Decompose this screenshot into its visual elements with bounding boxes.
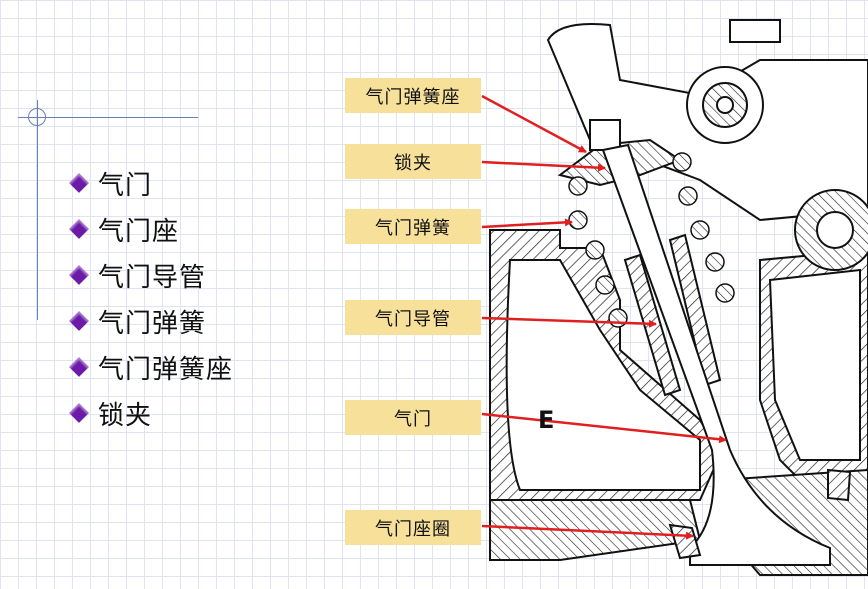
decorative-horizontal-line	[18, 117, 198, 118]
callout-arrows	[481, 94, 727, 540]
bullet-text: 气门导管	[98, 262, 207, 293]
bullet-item: 气门座	[68, 206, 233, 252]
rocker-arm	[546, 19, 868, 271]
bullet-list: 气门 气门座 气门导管 气门弹簧 气门弹簧座 锁夹	[68, 160, 233, 436]
bullet-item: 气门弹簧	[68, 298, 233, 344]
valve-spring	[568, 152, 735, 328]
bullet-item: 气门弹簧座	[68, 344, 233, 390]
valve	[601, 143, 831, 566]
bullet-text: 气门弹簧	[98, 308, 207, 339]
bullet-text: 气门弹簧座	[98, 354, 234, 385]
callout-label: 气门弹簧	[345, 209, 481, 244]
callout-label: 气门导管	[345, 300, 481, 335]
callout-label: 气门	[345, 400, 481, 435]
callout-label: 锁夹	[345, 144, 481, 179]
decorative-circle-icon	[28, 108, 46, 126]
bullet-text: 气门	[98, 170, 153, 201]
decorative-vertical-line	[37, 100, 38, 320]
callout-label: 气门座圈	[345, 510, 481, 545]
callout-label: 气门弹簧座	[345, 78, 481, 113]
bullet-item: 气门导管	[68, 252, 233, 298]
diagram-letter: E	[538, 406, 555, 434]
bullet-text: 锁夹	[98, 400, 153, 431]
bullet-text: 气门座	[98, 216, 180, 247]
bullet-item: 锁夹	[68, 390, 233, 436]
bullet-item: 气门	[68, 160, 233, 206]
